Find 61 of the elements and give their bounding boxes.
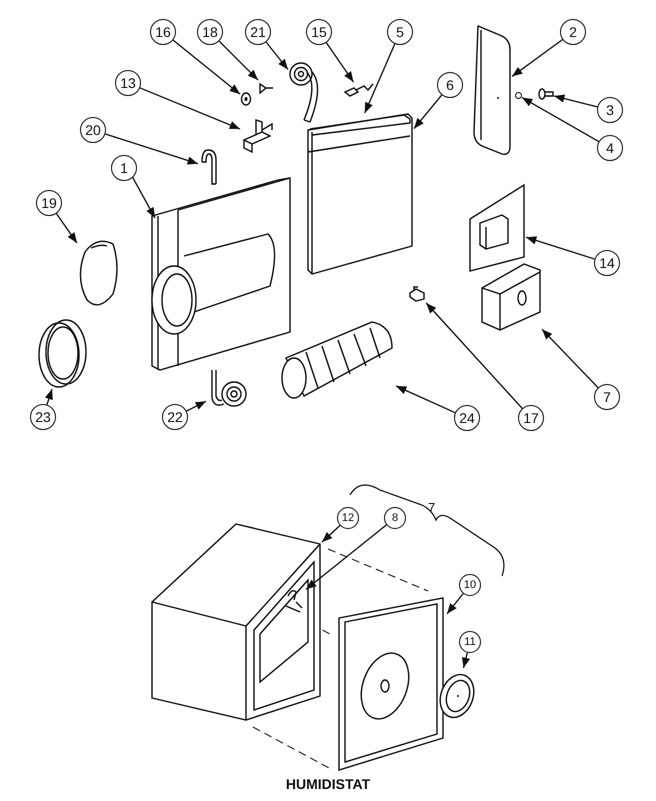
leader-line: [306, 524, 387, 590]
callout-number: 2: [560, 19, 586, 45]
callout-number: 8: [384, 507, 406, 529]
callout-number: 24: [454, 405, 480, 431]
callout-number: 20: [80, 117, 106, 143]
callout-number: 21: [245, 19, 271, 45]
callout-number: 5: [387, 19, 413, 45]
screw-drawing: [258, 80, 274, 96]
callout-number: 4: [597, 135, 623, 161]
leader-line: [446, 593, 464, 614]
leader-line: [522, 96, 600, 142]
leader-line: [396, 385, 456, 414]
callout-number: 19: [36, 190, 62, 216]
callout-number: 6: [437, 72, 463, 98]
leader-line: [542, 328, 598, 388]
callout-number: 1: [111, 155, 137, 181]
callout-number: 16: [150, 19, 176, 45]
leader-line: [132, 177, 156, 218]
leader-line: [426, 302, 523, 409]
leader-line: [526, 236, 595, 260]
callout-number: 12: [337, 507, 359, 529]
caption: HUMIDISTAT: [286, 776, 370, 792]
callout-number: 7: [594, 384, 620, 410]
leader-line: [462, 652, 470, 668]
leader-line: [322, 525, 340, 543]
callout-number: 23: [30, 404, 56, 430]
side-panel-drawing: [472, 24, 512, 158]
leader-line: [105, 133, 198, 165]
callout-number: 13: [115, 70, 141, 96]
screw-drawing: [538, 88, 554, 100]
callout-number: 3: [597, 97, 623, 123]
callout-number: 14: [594, 250, 620, 276]
callout-number: 17: [518, 405, 544, 431]
clip-drawing: [344, 82, 374, 98]
leader-line: [140, 87, 240, 130]
leader-line: [172, 40, 240, 95]
cap-drawing: [77, 238, 119, 308]
leader-line: [364, 44, 396, 114]
leader-line: [512, 39, 563, 77]
control-box-drawing: [480, 262, 542, 332]
bracket-drawing: [240, 118, 274, 154]
callout-number: 22: [162, 404, 188, 430]
plate-drawing: [468, 183, 526, 273]
leader-line: [326, 42, 354, 82]
pad-strip-drawing: [308, 113, 412, 135]
callout-number: 15: [306, 19, 332, 45]
rivet-mark: [515, 92, 522, 99]
leader-line: [218, 40, 258, 80]
leader-line: [186, 400, 206, 412]
leader-line: [44, 388, 53, 405]
leader-line: [266, 42, 288, 70]
leader-line: [554, 94, 598, 108]
callout-number: 10: [459, 574, 481, 596]
housing-drawing: [150, 176, 292, 372]
leader-line: [56, 213, 78, 244]
callout-number: 18: [197, 19, 223, 45]
case-drawing: [150, 522, 322, 722]
callout-number: 11: [459, 631, 481, 653]
filter-pad-drawing: [306, 112, 414, 276]
washer-drawing: [240, 92, 252, 106]
leader-line: [414, 94, 442, 130]
